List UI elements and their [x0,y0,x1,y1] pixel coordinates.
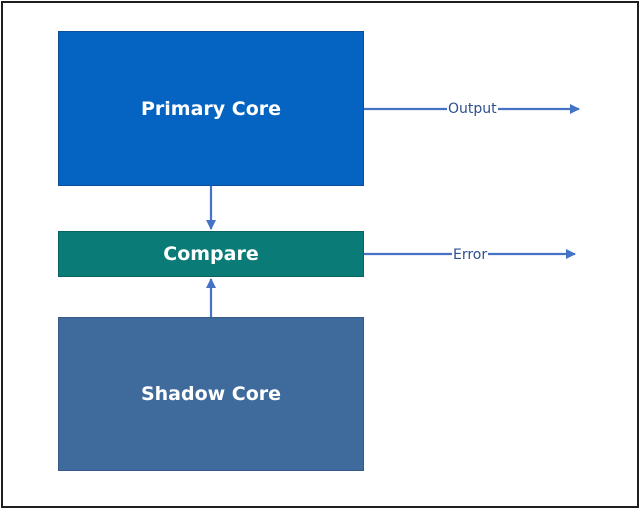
primary-core-label: Primary Core [140,97,282,120]
primary-core-block: Primary Core [58,31,364,186]
error-edge-label: Error [452,247,489,263]
compare-block: Compare [58,231,364,277]
shadow-core-block: Shadow Core [58,317,364,471]
compare-label: Compare [163,243,259,265]
output-edge-label: Output [447,101,498,117]
shadow-core-label: Shadow Core [140,383,282,405]
